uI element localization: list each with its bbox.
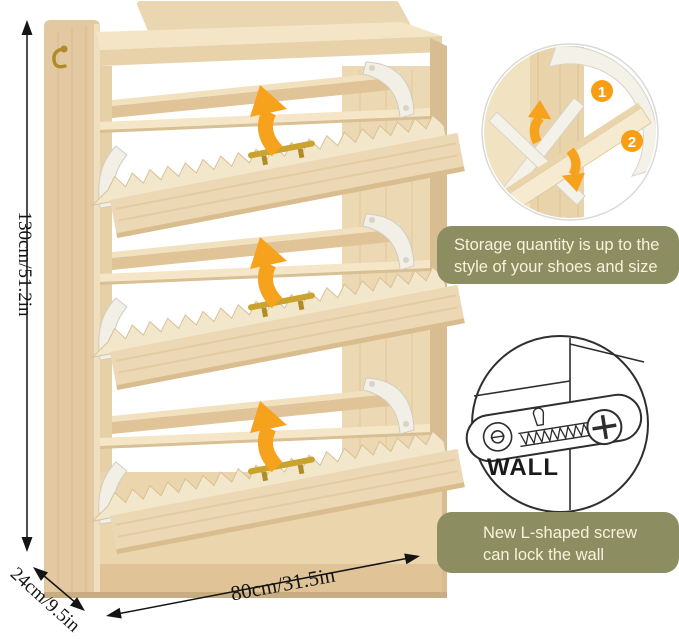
panel-front-edge [94, 24, 100, 596]
wood-grain [57, 26, 87, 594]
badge-2 [621, 130, 643, 152]
storage-note-line1: Storage quantity is up to the [454, 236, 660, 254]
storage-note-line2: style of your shoes and size [454, 257, 658, 276]
base-bottom-edge [44, 592, 447, 598]
shoe-cabinet [44, 1, 465, 598]
wall-note-box: New L-shaped screw can lock the wall [437, 512, 679, 573]
base-plinth [100, 564, 442, 594]
wall-note-line1: New L-shaped screw [483, 524, 638, 542]
hook-icon [52, 45, 68, 69]
wall-mount-callout: WALL [465, 335, 649, 513]
l-shaped-screw [465, 393, 643, 463]
wall-label: WALL [487, 454, 559, 481]
height-dimension: 130cm/51.2in [14, 20, 35, 552]
arrowhead-left [104, 607, 122, 622]
height-label: 130cm/51.2in [14, 211, 35, 317]
arrowhead-down [21, 537, 33, 552]
pivot-bracket [548, 46, 656, 177]
storage-note-box: Storage quantity is up to the style of y… [437, 226, 679, 284]
badge-1 [591, 80, 613, 102]
arrowhead-up [21, 20, 33, 35]
badge-1-number: 1 [598, 84, 606, 101]
top-shelf [96, 22, 442, 50]
mechanism-callout: 1 2 [481, 43, 659, 221]
cabinet-left-panel [44, 20, 100, 598]
top-shelf-edge [100, 36, 442, 66]
wall-note-line2: can lock the wall [483, 545, 605, 564]
badge-2-number: 2 [628, 134, 636, 151]
